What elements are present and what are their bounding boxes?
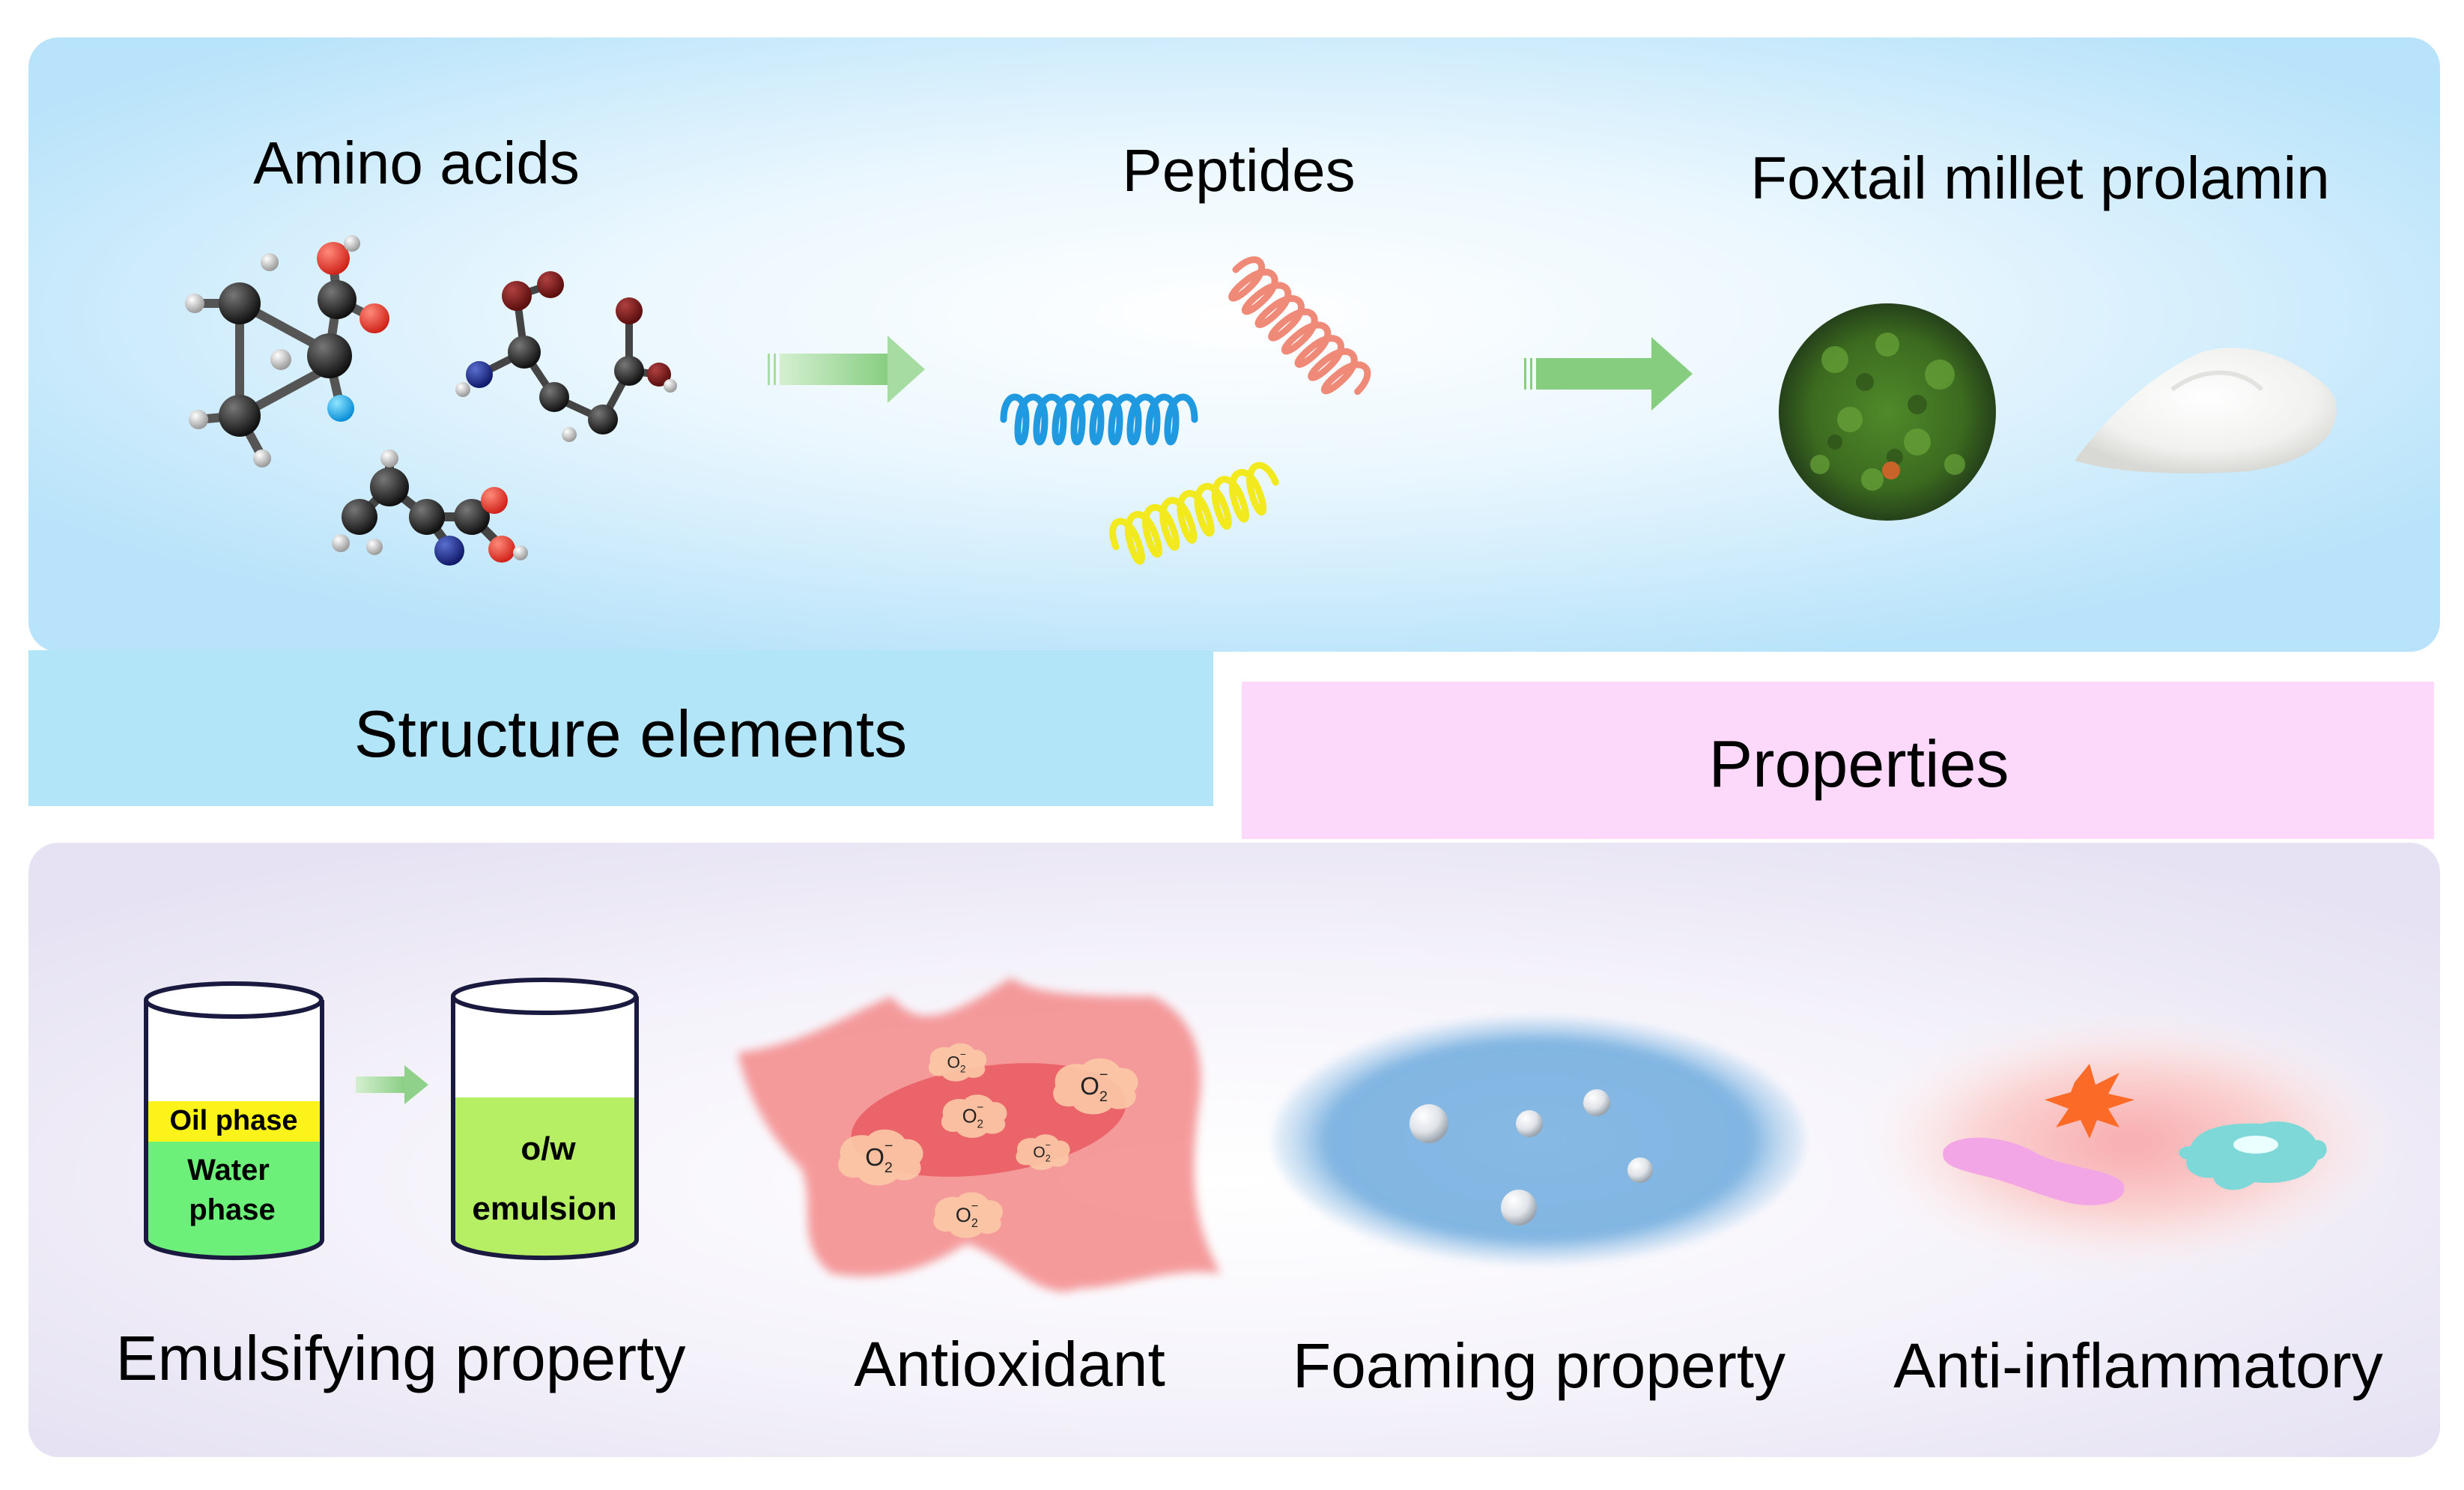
structure-elements-label: Structure elements bbox=[354, 697, 908, 771]
bubble bbox=[1627, 1157, 1653, 1183]
superoxide-radicals: O2− O2− O2− O2− O2− O2− bbox=[838, 1043, 1138, 1238]
beaker-before bbox=[144, 981, 324, 1261]
superoxide-radical: O2− bbox=[928, 1043, 987, 1082]
bubble bbox=[1516, 1110, 1543, 1137]
peptide-helices bbox=[1000, 256, 1371, 565]
emulsifying-property-label: Emulsifying property bbox=[116, 1323, 686, 1393]
radical-label: O2− bbox=[962, 1101, 984, 1130]
beaker-after bbox=[451, 978, 639, 1261]
radical-label: O2− bbox=[947, 1049, 967, 1075]
arrow-emulsify bbox=[356, 1065, 428, 1104]
radical-label: O2− bbox=[1033, 1139, 1051, 1163]
anti-inflammatory-label: Anti-inflammatory bbox=[1893, 1330, 2383, 1401]
antioxidant-label: Antioxidant bbox=[854, 1329, 1165, 1399]
bubble bbox=[1501, 1190, 1537, 1226]
bubble bbox=[1409, 1104, 1448, 1143]
ow-label-2: emulsion bbox=[472, 1190, 616, 1227]
superoxide-radical: O2− bbox=[838, 1129, 923, 1186]
radical-label: O2− bbox=[865, 1138, 893, 1176]
amino-acid-molecules bbox=[185, 235, 677, 566]
inflammation-burst-icon bbox=[2045, 1064, 2134, 1139]
water-phase-label-2: phase bbox=[189, 1193, 276, 1226]
radical-label: O2− bbox=[956, 1199, 979, 1230]
pink-cell bbox=[1943, 1137, 2125, 1205]
foaming-property-label: Foaming property bbox=[1293, 1330, 1785, 1401]
superoxide-radical: O2− bbox=[941, 1094, 1007, 1138]
arrow-amino-to-peptide bbox=[768, 336, 925, 403]
prolamin-powder-image bbox=[2075, 348, 2337, 473]
superoxide-radical: O2− bbox=[933, 1192, 1004, 1238]
oil-phase-label: Oil phase bbox=[169, 1105, 297, 1136]
properties-label: Properties bbox=[1708, 727, 2009, 801]
prolamin-label: Foxtail millet prolamin bbox=[1750, 145, 2330, 211]
superoxide-radical: O2− bbox=[1016, 1134, 1070, 1170]
inflammation-area bbox=[1872, 1023, 2389, 1262]
amino-acids-label: Amino acids bbox=[253, 130, 580, 196]
ow-label-1: o/w bbox=[521, 1130, 576, 1167]
macrophage-cell bbox=[2179, 1121, 2327, 1190]
radical-label: O2− bbox=[1080, 1067, 1108, 1105]
properties-band: Properties bbox=[1242, 682, 2434, 839]
peptides-label: Peptides bbox=[1122, 137, 1355, 204]
structure-elements-band: Structure elements bbox=[28, 650, 1213, 806]
foam-bubbles bbox=[1409, 1089, 1653, 1226]
bubble bbox=[1583, 1089, 1610, 1116]
water-phase-label-1: Water bbox=[187, 1154, 270, 1187]
superoxide-radical: O2− bbox=[1053, 1058, 1138, 1115]
peptide-blue-helix bbox=[1000, 393, 1198, 446]
millet-grain-image bbox=[1779, 303, 1996, 521]
peptide-yellow-helix bbox=[1109, 461, 1279, 565]
peptide-red-helix bbox=[1228, 256, 1371, 396]
arrow-peptide-to-prolamin bbox=[1524, 337, 1693, 411]
foam-ellipse bbox=[1273, 1017, 1805, 1264]
